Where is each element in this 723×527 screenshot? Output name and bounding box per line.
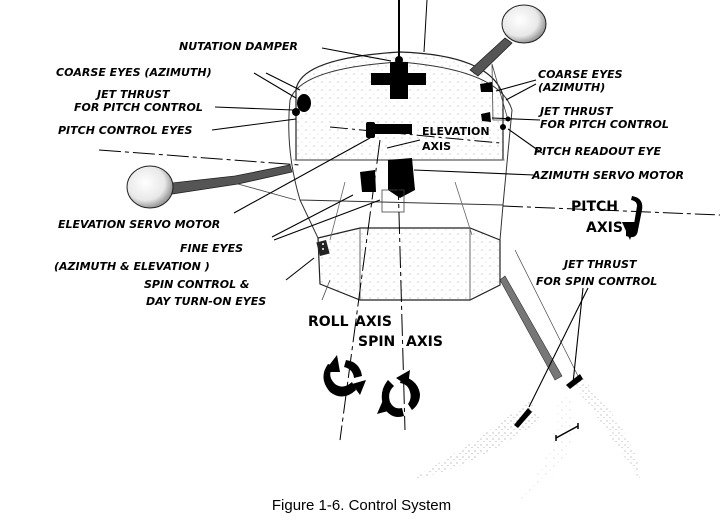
lower-left-strut xyxy=(321,279,331,301)
label-jet-thrust-spin-1: JET THRUST xyxy=(562,258,638,271)
label-roll-word: ROLL xyxy=(308,314,349,330)
label-coarse-eyes-left: COARSE EYES (AZIMUTH) xyxy=(56,66,212,79)
jet-exhaust-plumes xyxy=(410,375,640,500)
label-fine-eyes-2: (AZIMUTH & ELEVATION ) xyxy=(54,260,210,273)
label-pitch-axis-2: AXIS xyxy=(586,220,623,236)
axis-labels: ELEVATION AXIS PITCH AXIS ROLL AXIS SPIN… xyxy=(308,125,623,350)
lower-right-boom xyxy=(499,249,581,381)
label-jet-thrust-pitch-right-2: FOR PITCH CONTROL xyxy=(540,118,669,131)
label-jet-thrust-pitch-left-2: FOR PITCH CONTROL xyxy=(74,101,203,114)
label-elevation-axis-2: AXIS xyxy=(422,140,451,153)
spin-rotation-arrow-icon xyxy=(377,370,420,417)
label-elevation-servo-motor: ELEVATION SERVO MOTOR xyxy=(58,218,220,231)
label-pitch-control-eyes: PITCH CONTROL EYES xyxy=(58,124,193,137)
label-coarse-eyes-right-1: COARSE EYES xyxy=(538,68,623,81)
spin-jet-thrusters xyxy=(514,374,583,441)
figure-caption: Figure 1-6. Control System xyxy=(271,497,452,514)
elevation-motor-bar xyxy=(366,122,412,138)
roll-rotation-arrow-icon xyxy=(323,355,366,397)
label-spin-word: SPIN xyxy=(358,334,395,350)
label-pitch-axis-1: PITCH xyxy=(571,199,618,215)
label-pitch-readout-eye: PITCH READOUT EYE xyxy=(534,145,661,158)
nutation-damper-component xyxy=(371,56,426,99)
component-labels: NUTATION DAMPER COARSE EYES (AZIMUTH) JE… xyxy=(54,40,684,308)
leader-lines xyxy=(211,47,589,408)
label-roll-axis-word: AXIS xyxy=(355,314,392,330)
label-coarse-eyes-right-2: (AZIMUTH) xyxy=(538,81,605,94)
servo-motors xyxy=(360,158,415,213)
label-jet-thrust-spin-2: FOR SPIN CONTROL xyxy=(536,275,657,288)
label-spin-axis-word: AXIS xyxy=(406,334,443,350)
label-azimuth-servo-motor: AZIMUTH SERVO MOTOR xyxy=(531,169,684,182)
label-jet-thrust-pitch-left-1: JET THRUST xyxy=(95,88,171,101)
label-elevation-axis-1: ELEVATION xyxy=(422,125,490,138)
label-nutation-damper: NUTATION DAMPER xyxy=(179,40,298,53)
antenna-mast xyxy=(398,0,428,62)
spacecraft-body xyxy=(288,51,513,301)
upper-right-boom xyxy=(469,4,547,121)
pitch-rotation-arrow-icon xyxy=(622,196,643,240)
left-boom xyxy=(126,164,297,209)
label-fine-eyes-1: FINE EYES xyxy=(180,242,243,255)
label-spin-control-2: DAY TURN-ON EYES xyxy=(146,295,266,308)
label-jet-thrust-pitch-right-1: JET THRUST xyxy=(538,105,614,118)
label-spin-control-1: SPIN CONTROL & xyxy=(144,278,250,291)
